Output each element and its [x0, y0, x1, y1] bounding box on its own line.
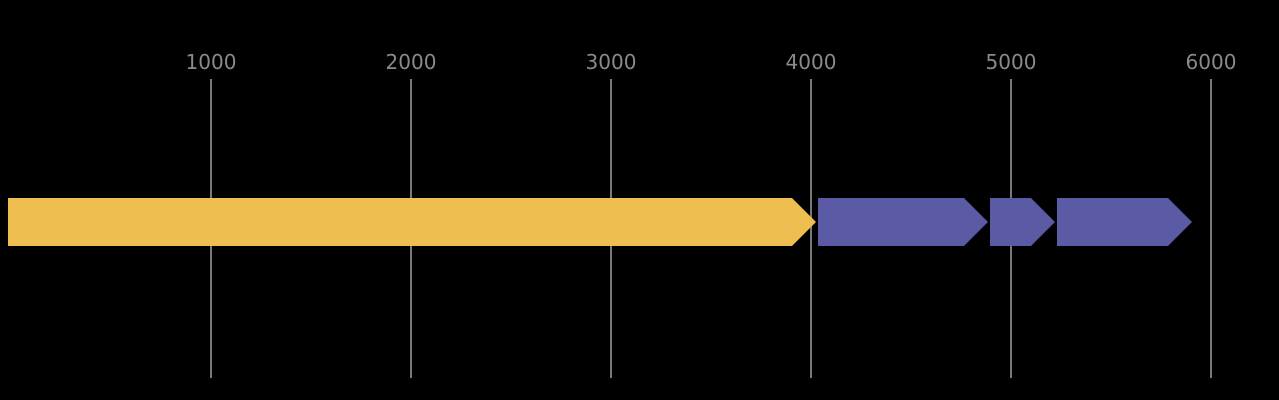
axis-tick-label-5000: 5000: [985, 50, 1037, 74]
gridline-4000: [810, 79, 812, 378]
feature-arrow-shape: [818, 198, 988, 246]
feature-arrow-path: [818, 198, 988, 246]
feature-arrow-path: [1057, 198, 1192, 246]
feature-arrow-2[interactable]: [818, 198, 988, 246]
feature-arrow-shape: [990, 198, 1055, 246]
feature-arrow-1[interactable]: [8, 198, 816, 246]
feature-arrow-shape: [8, 198, 816, 246]
axis-tick-label-2000: 2000: [385, 50, 437, 74]
feature-arrow-4[interactable]: [1057, 198, 1192, 246]
gridline-6000: [1210, 79, 1212, 378]
feature-arrow-shape: [1057, 198, 1192, 246]
axis-tick-label-6000: 6000: [1185, 50, 1237, 74]
feature-arrow-path: [8, 198, 816, 246]
axis-tick-label-3000: 3000: [585, 50, 637, 74]
axis-tick-label-1000: 1000: [185, 50, 237, 74]
feature-arrow-path: [990, 198, 1055, 246]
axis-tick-label-4000: 4000: [785, 50, 837, 74]
feature-arrow-3[interactable]: [990, 198, 1055, 246]
